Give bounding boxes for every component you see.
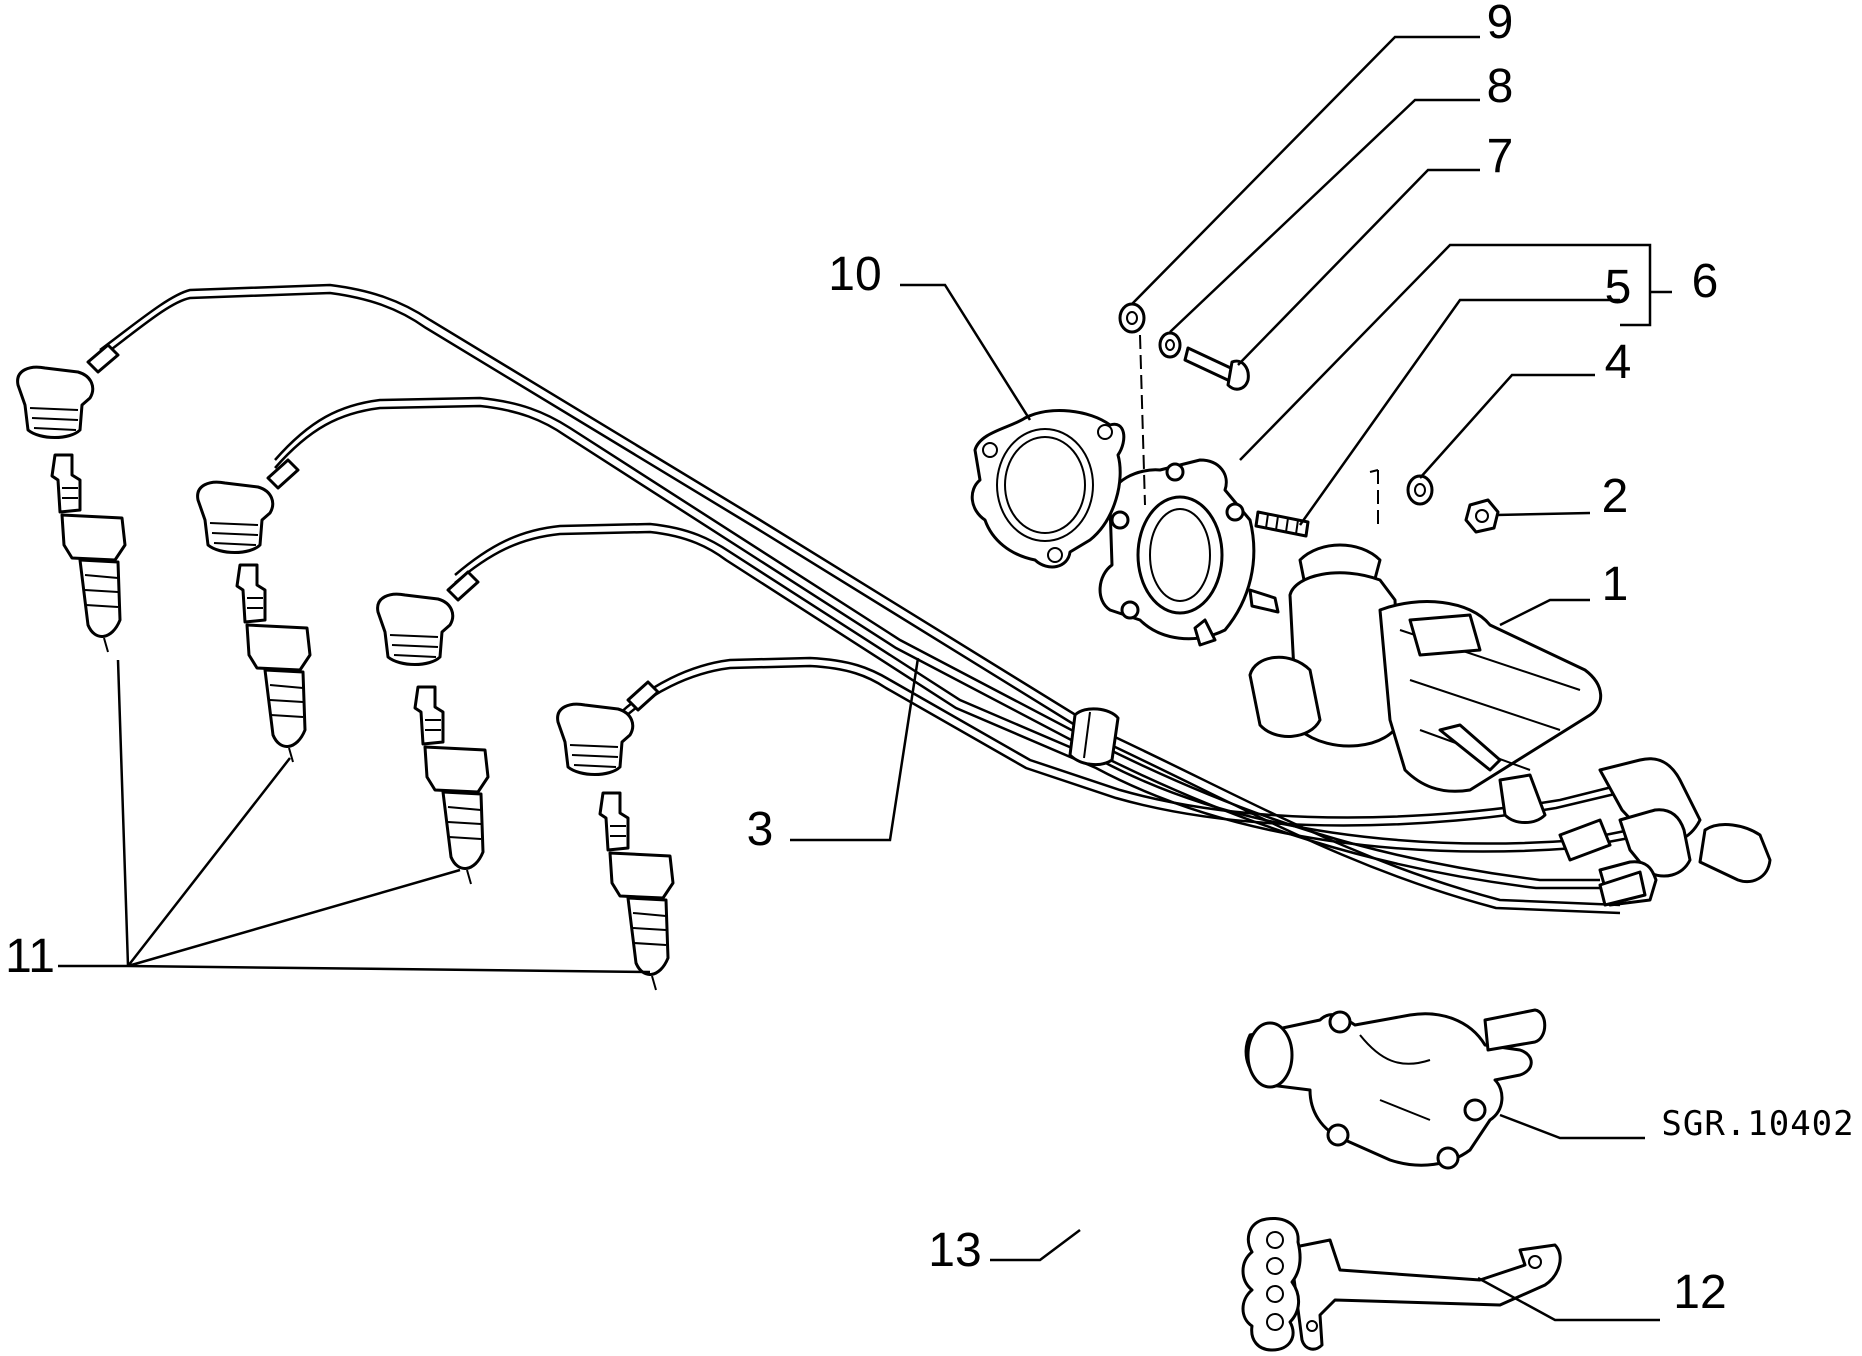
leader-lines	[58, 35, 1672, 1322]
ignition-wire-harness	[99, 283, 1641, 915]
plug-cap-4	[556, 680, 660, 776]
callout-8: 8	[1487, 60, 1514, 113]
plug-cap-2	[196, 458, 300, 554]
callout-12: 12	[1673, 1266, 1726, 1319]
spark-plug-c	[413, 685, 490, 885]
callout-13: 13	[928, 1224, 981, 1277]
distributor-flange	[1098, 458, 1280, 647]
wire-separator-clip	[1241, 1217, 1302, 1352]
stud	[1254, 510, 1310, 538]
callout-3: 3	[747, 803, 774, 856]
spark-plug-d	[598, 791, 675, 991]
spark-plugs	[50, 453, 675, 991]
nut-9	[1118, 302, 1146, 334]
plug-cap-3	[376, 570, 480, 666]
spark-plug-b	[235, 563, 312, 763]
bolt-7	[1183, 346, 1237, 384]
plug-cap-1	[16, 343, 120, 439]
spark-plug-caps	[16, 343, 660, 776]
callout-10: 10	[828, 248, 881, 301]
distributor-body	[1248, 469, 1603, 824]
spark-plug-a	[50, 453, 127, 653]
callout-5: 5	[1605, 261, 1632, 314]
callout-labels: 9 8 7 10 5 6 4 2 1 3 11 SGR.10402 13 12	[5, 0, 1854, 1319]
nut-2	[1464, 498, 1500, 534]
callout-6: 6	[1692, 255, 1719, 308]
callout-1: 1	[1602, 558, 1629, 611]
bracket	[1288, 1238, 1562, 1351]
washer-8	[1158, 331, 1182, 359]
callout-11: 11	[5, 930, 55, 983]
drawing-code: SGR.10402	[1661, 1104, 1854, 1144]
callout-9: 9	[1487, 0, 1514, 49]
callout-2: 2	[1602, 470, 1629, 523]
callout-4: 4	[1605, 336, 1632, 389]
nut-4	[1406, 474, 1434, 506]
distributor-boots	[1558, 757, 1772, 907]
callout-7: 7	[1487, 130, 1514, 183]
gasket	[970, 409, 1126, 569]
thermostat-housing	[1244, 1008, 1547, 1170]
